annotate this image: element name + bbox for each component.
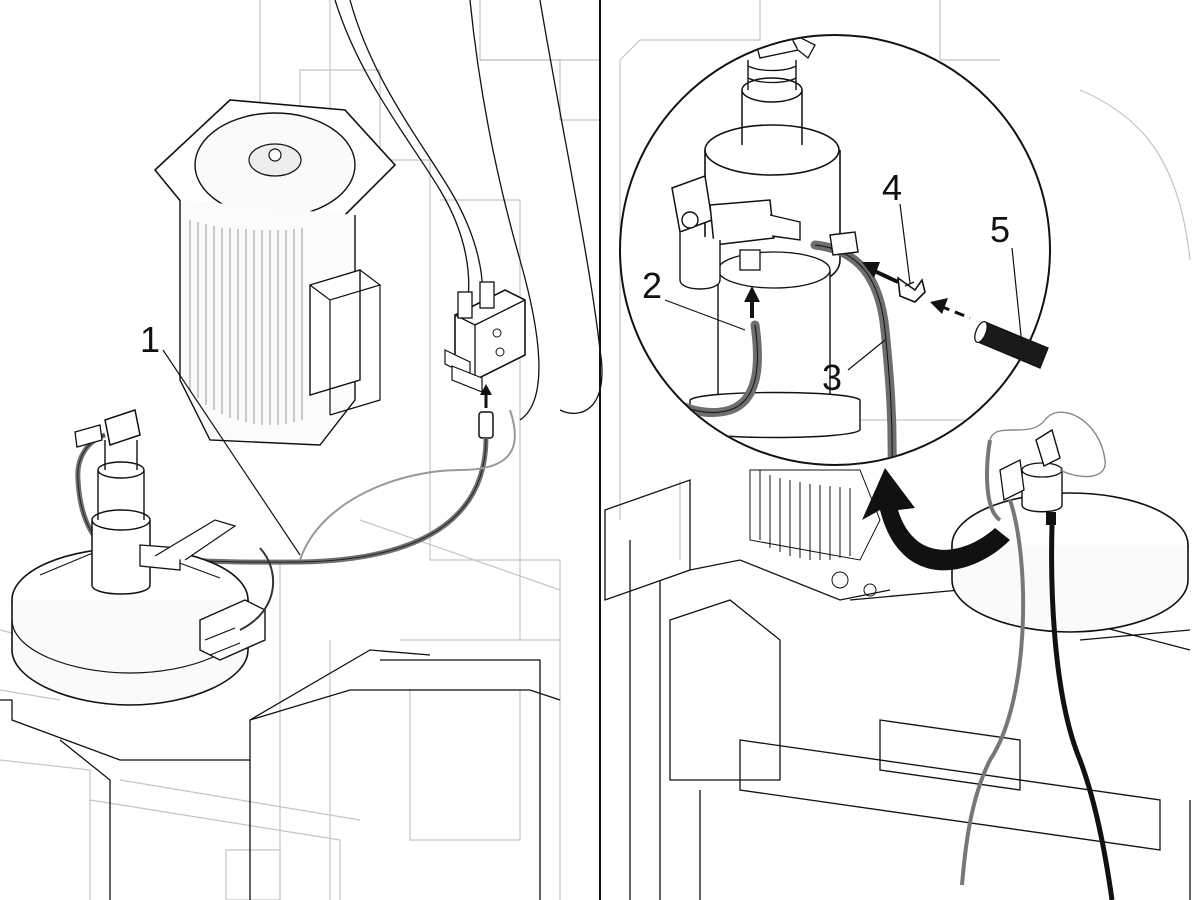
right-panel: 2 3 4 5 [604,0,1191,900]
rotary-table [11,547,249,706]
installed-spindle-unit [989,411,1106,525]
solenoid-fitting [671,174,801,290]
plug-5 [974,320,1049,369]
arrow-clamp-to-fitting [862,262,899,284]
motor-fins [189,220,303,425]
clamp-4 [897,276,926,303]
right-rotary-table [951,492,1189,633]
callout-3: 3 [822,357,842,398]
left-panel: 1 [0,0,603,900]
callout-1: 1 [140,319,160,360]
assembly-arrow [862,468,1010,571]
left-machine-base [0,649,561,900]
hose-down-black [1049,524,1115,900]
callout-2: 2 [642,265,662,306]
valve-block [444,281,526,393]
upper-cables [334,0,603,421]
right-machine-frame [619,0,1191,560]
leader-line-5 [1011,247,1023,346]
right-machine-base [604,479,1191,900]
arrow-plug-to-clamp [930,298,971,320]
rotary-unit [74,409,237,595]
arrow-insert-2 [744,286,760,318]
center-fins [749,469,881,597]
leader-line-1 [162,349,301,556]
callout-5: 5 [990,209,1010,250]
fittings-cluster [199,547,274,661]
leader-line-2 [664,299,746,331]
hose-down-grey [960,499,1026,886]
detail-magnifier [619,34,1051,466]
leader-line-4 [899,203,911,284]
callout-4: 4 [882,167,902,208]
spindle-motor [153,99,397,446]
leader-line-3 [847,339,886,371]
